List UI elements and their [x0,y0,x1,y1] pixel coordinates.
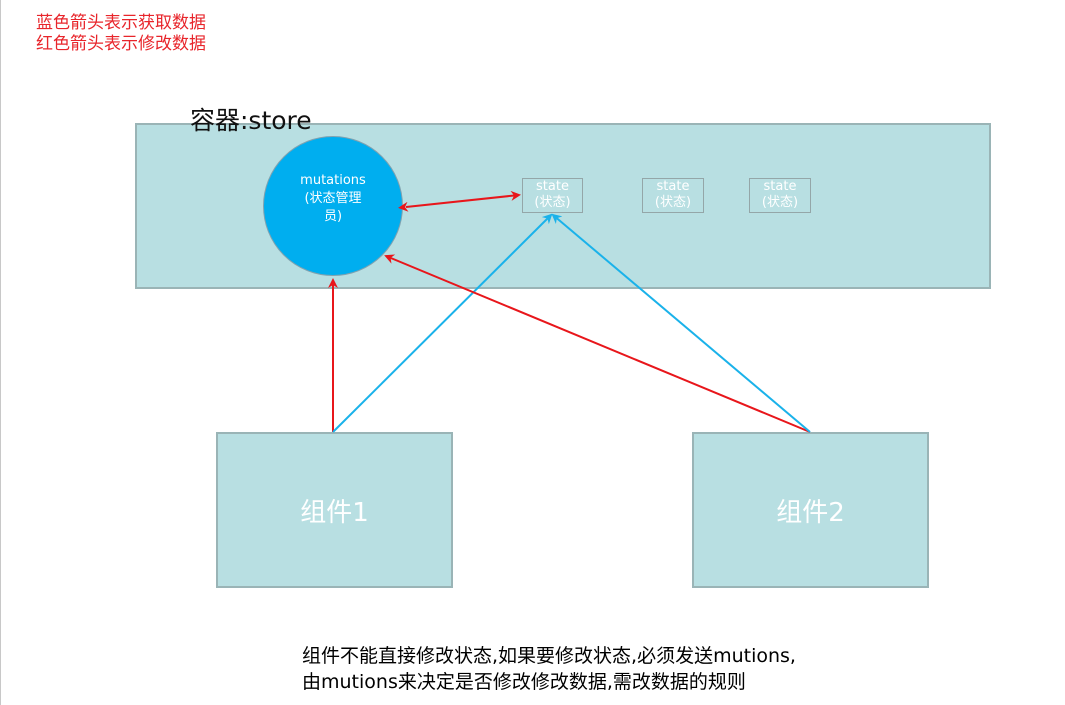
red-arrow-component2-mutations [384,254,811,433]
rule-note: 组件不能直接修改状态,如果要修改状态,必须发送mutions, 由mutions… [302,643,796,695]
red-arrow-mutations-state [398,190,521,212]
mutations-node: mutations (状态管理 员) [263,136,403,276]
state-node-1: state (状态) [522,178,583,213]
blue-arrow-component2-state [551,213,811,433]
rule-note-line-1: 组件不能直接修改状态,如果要修改状态,必须发送mutions, [302,645,796,667]
state-node-2: state (状态) [642,178,704,213]
page-left-border [0,0,1,705]
state-sub-label: (状态) [654,195,692,210]
legend-blue-arrow-text: 蓝色箭头表示获取数据 [36,13,206,33]
state-label: state [656,179,690,194]
mutations-sub-label-1: (状态管理 [304,191,362,206]
blue-arrow-component1-state [332,213,553,433]
rule-note-line-2: 由mutions来决定是否修改修改数据,需改数据的规则 [302,671,746,693]
state-label: state [763,179,797,194]
legend-red-arrow-text: 红色箭头表示修改数据 [36,34,206,54]
component-1-box: 组件1 [216,432,453,588]
container-title: 容器:store [190,106,312,135]
state-label: state [536,179,569,194]
state-sub-label: (状态) [761,195,799,210]
component-1-label: 组件1 [300,497,369,528]
mutations-sub-label-2: 员) [323,209,343,224]
state-node-3: state (状态) [749,178,811,213]
component-2-box: 组件2 [692,432,929,588]
legend: 蓝色箭头表示获取数据 红色箭头表示修改数据 [36,13,206,55]
state-sub-label: (状态) [534,195,571,210]
component-2-label: 组件2 [776,497,845,528]
mutations-label: mutations [300,173,366,188]
